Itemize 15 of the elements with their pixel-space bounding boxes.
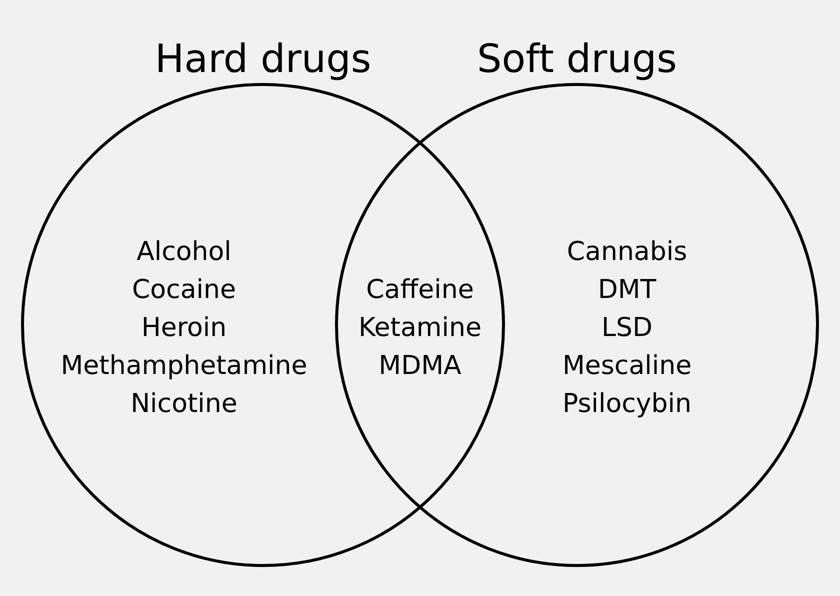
set-heading: Hard drugs: [154, 40, 372, 79]
drug-name: MDMA: [378, 351, 462, 382]
drug-name: Mescaline: [562, 351, 692, 382]
drug-name: Caffeine: [366, 275, 474, 306]
drug-name: Methamphetamine: [60, 351, 308, 382]
drug-name: DMT: [598, 275, 656, 306]
drug-name: Psilocybin: [562, 389, 692, 420]
drug-name: LSD: [602, 313, 652, 344]
set-heading: Soft drugs: [477, 40, 677, 79]
drug-name: Heroin: [141, 313, 227, 344]
drug-name: Alcohol: [136, 237, 232, 268]
drug-name: Nicotine: [130, 389, 238, 420]
drug-name: Cannabis: [566, 237, 688, 268]
drug-name: Ketamine: [358, 313, 482, 344]
drug-name: Cocaine: [132, 275, 236, 306]
